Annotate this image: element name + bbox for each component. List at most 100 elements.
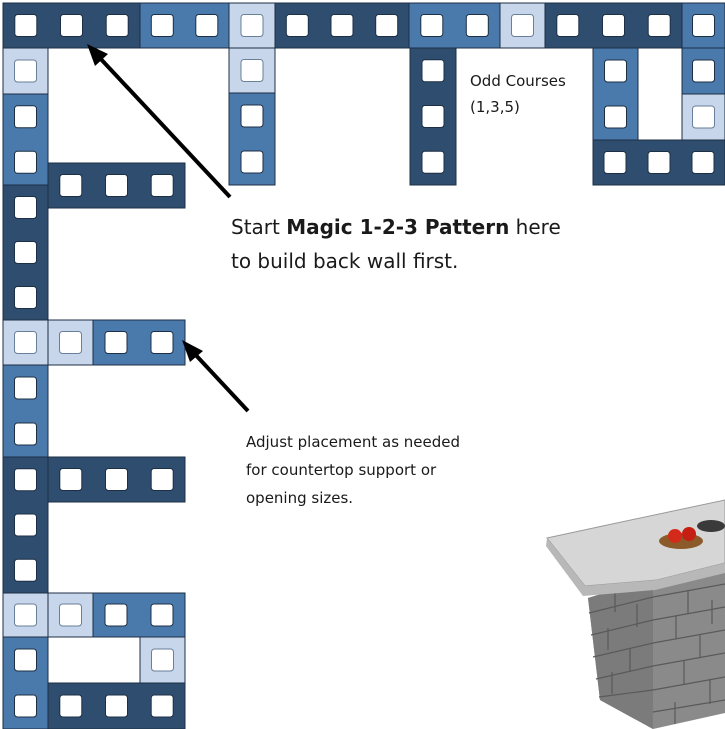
block-cavity — [603, 151, 627, 174]
block-cavity — [14, 14, 38, 37]
block-7 — [544, 2, 683, 49]
block-cavity — [150, 694, 174, 718]
block-cavity — [14, 648, 37, 672]
block-cavity — [692, 14, 715, 37]
block-cavity — [375, 14, 399, 37]
block-cavity — [104, 331, 128, 354]
block-cavity — [465, 14, 489, 37]
block-cavity — [604, 59, 627, 83]
odd-courses-numbers: (1,3,5) — [470, 98, 520, 116]
block-cavity — [14, 376, 37, 400]
block-cavity — [150, 174, 174, 197]
block-5 — [408, 2, 501, 49]
block-17 — [2, 93, 49, 186]
block-27 — [47, 592, 94, 638]
block-cavity — [240, 104, 264, 128]
block-cavity — [59, 174, 83, 197]
block-cavity — [14, 603, 37, 627]
block-6 — [499, 2, 546, 49]
block-cavity — [647, 151, 671, 174]
start-note-pattern-name: Magic 1-2-3 Pattern — [286, 215, 510, 239]
block-24 — [2, 456, 49, 594]
block-cavity — [150, 468, 174, 491]
block-cavity — [285, 14, 309, 37]
block-13 — [681, 47, 725, 95]
block-10 — [228, 92, 276, 186]
adjust-note-line2: for countertop support or — [246, 461, 437, 479]
start-pattern-note: Start Magic 1-2-3 Pattern here to build … — [231, 210, 561, 278]
block-cavity — [691, 151, 715, 174]
block-cavity — [14, 331, 37, 354]
start-note-prefix: Start — [231, 215, 287, 239]
block-cavity — [105, 174, 128, 197]
block-cavity — [421, 105, 445, 128]
block-30 — [139, 636, 186, 684]
block-14 — [681, 93, 725, 141]
adjust-placement-note: Adjust placement as needed for counterto… — [246, 428, 460, 512]
odd-courses-title: Odd Courses — [470, 72, 566, 90]
block-9 — [228, 47, 276, 94]
start-note-suffix: here — [509, 215, 561, 239]
block-cavity — [59, 694, 83, 718]
block-26 — [2, 592, 49, 638]
block-cavity — [104, 603, 128, 627]
block-cavity — [14, 513, 37, 537]
block-cavity — [14, 150, 37, 174]
outdoor-kitchen-island-illustration — [546, 499, 725, 729]
block-cavity — [421, 59, 445, 83]
block-cavity — [14, 241, 37, 264]
odd-courses-label: Odd Courses (1,3,5) — [470, 68, 566, 120]
block-cavity — [151, 648, 174, 672]
block-cavity — [692, 105, 715, 129]
block-cavity — [330, 14, 354, 37]
block-cavity — [14, 105, 37, 129]
block-cavity — [59, 603, 82, 627]
block-cavity — [150, 14, 174, 37]
block-cavity — [195, 14, 219, 37]
block-cavity — [240, 14, 264, 37]
arrow-to-adjust-block — [182, 340, 250, 413]
block-23 — [2, 364, 49, 458]
adjust-note-line1: Adjust placement as needed — [246, 433, 461, 451]
block-21 — [47, 319, 94, 366]
block-cavity — [14, 558, 37, 582]
block-4 — [274, 2, 410, 49]
block-19 — [47, 162, 186, 209]
block-cavity — [420, 14, 444, 37]
block-cavity — [692, 59, 715, 83]
block-18 — [2, 184, 49, 321]
block-cavity — [421, 150, 445, 174]
block-cavity — [105, 468, 128, 491]
block-cavity — [511, 14, 534, 37]
block-3 — [228, 2, 276, 49]
block-cavity — [240, 150, 264, 174]
block-22 — [92, 319, 186, 366]
start-note-line1: Start Magic 1-2-3 Pattern here — [231, 210, 561, 244]
block-cavity — [14, 59, 37, 83]
block-cavity — [14, 422, 37, 446]
block-20 — [2, 319, 49, 366]
block-1 — [2, 2, 141, 49]
block-cavity — [556, 14, 580, 37]
arrow-to-back-wall — [87, 44, 232, 199]
block-cavity — [604, 105, 627, 129]
block-cavity — [150, 331, 174, 354]
block-16 — [2, 47, 49, 95]
start-note-line2: to build back wall first. — [231, 249, 459, 273]
block-cavity — [150, 603, 174, 627]
block-cavity — [14, 694, 37, 718]
block-25 — [47, 456, 186, 503]
block-cavity — [105, 694, 128, 718]
block-11 — [409, 47, 457, 186]
block-12 — [592, 47, 639, 141]
block-cavity — [14, 286, 37, 309]
block-cavity — [59, 468, 83, 491]
block-31 — [47, 682, 186, 729]
block-cavity — [60, 14, 83, 37]
block-cavity — [602, 14, 625, 37]
block-cavity — [14, 196, 37, 219]
block-cavity — [105, 14, 129, 37]
block-cavity — [647, 14, 671, 37]
